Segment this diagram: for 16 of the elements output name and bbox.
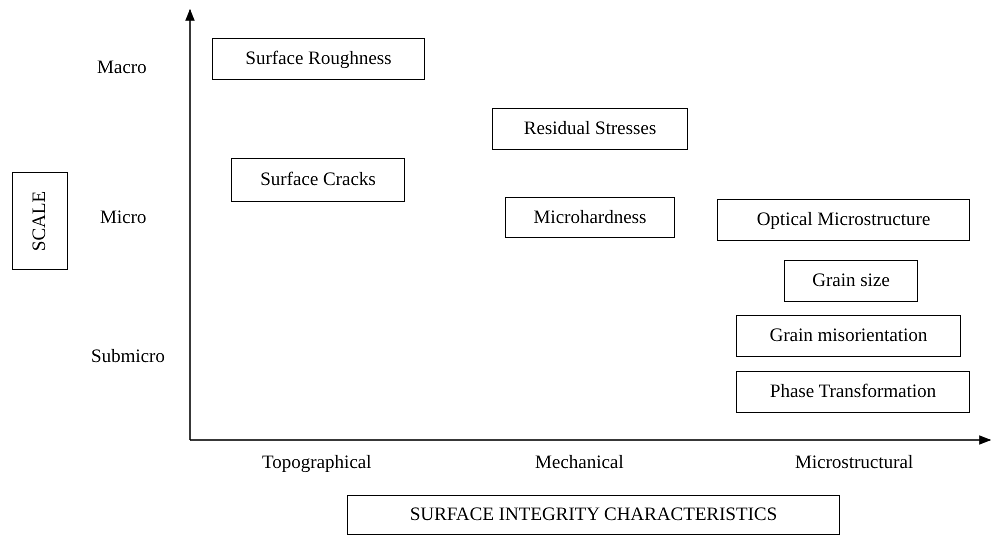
characteristic-box: Phase Transformation [736,371,970,413]
category-label: Mechanical [535,452,624,474]
category-label: Microstructural [795,452,914,474]
category-label: Topographical [262,452,372,474]
characteristic-box: Optical Microstructure [717,199,970,241]
characteristic-box: Surface Cracks [231,158,405,202]
characteristic-box: Grain size [784,260,918,302]
scale-level-label: Submicro [91,346,165,368]
characteristic-box: Residual Stresses [492,108,688,150]
axis-title-box: SURFACE INTEGRITY CHARACTERISTICS [347,495,840,535]
axis-title-box: SCALE [12,172,68,270]
characteristic-box: Microhardness [505,197,675,238]
scale-level-label: Micro [100,207,146,229]
characteristic-box: Surface Roughness [212,38,425,80]
characteristic-box: Grain misorientation [736,315,961,357]
scale-level-label: Macro [97,57,147,79]
